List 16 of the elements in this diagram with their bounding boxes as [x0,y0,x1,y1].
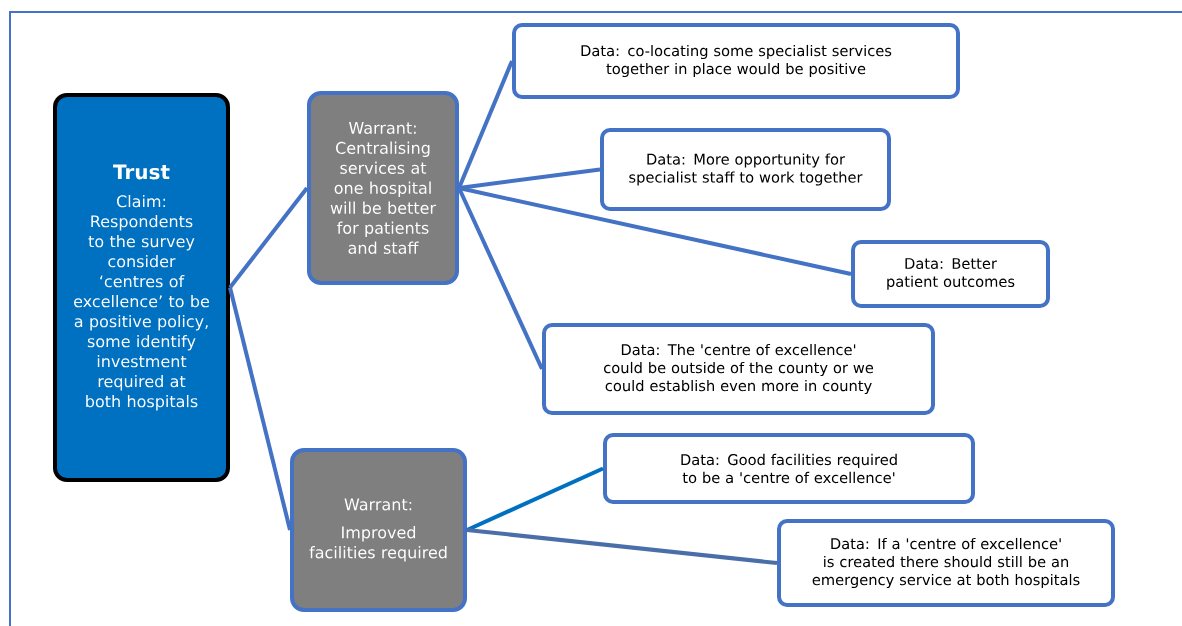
data-box: Data: If a 'centre of excellence' is created there should still be an emergency service at both hospitals [777,519,1115,607]
data-box: Data: The 'centre of excellence' could be outside of the county or we could establish even more in county [542,323,935,415]
connector-line [457,187,544,370]
connector-line [228,186,309,289]
connector-line [466,528,778,565]
connector-line [466,466,604,532]
data-box: Data: co-locating some specialist services together in place would be positive [512,23,960,99]
data-box: Data: Better patient outcomes [851,240,1050,308]
connector-line [458,186,852,276]
warrant-box: Warrant: Centralising services at one hospital will be better for patients and staff [307,91,459,285]
data-box: Data: Good facilities required to be a 'centre of excellence' [603,433,975,504]
claim-box: Trust Claim: Respondents to the survey consider ‘centres of excellence’ to be a positive policy, some identify investment required at both hospitals [53,93,230,482]
connector-line [457,60,514,189]
connector-line [228,287,292,531]
data-box: Data: More opportunity for specialist staff to work together [600,128,891,211]
warrant-box: Warrant: Improved facilities required [290,448,467,612]
